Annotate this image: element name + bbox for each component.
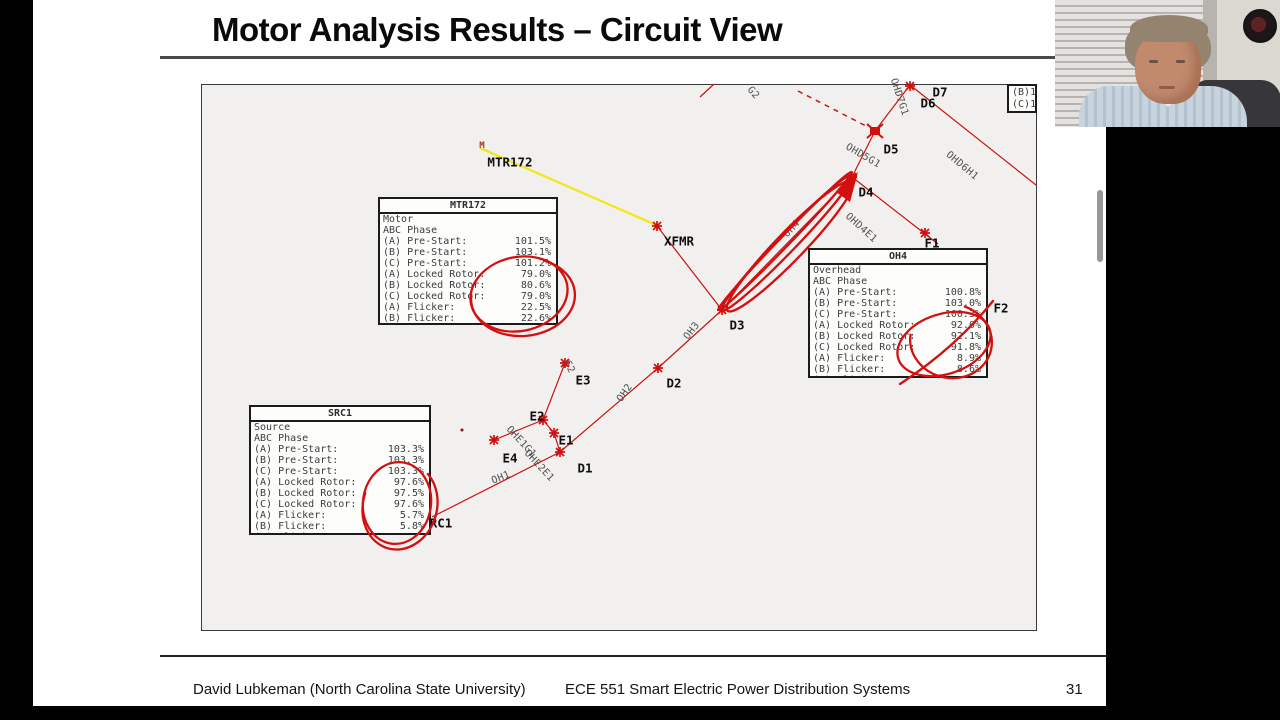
diagram-label-rc1: RC1	[429, 515, 453, 531]
motor-icon: M	[479, 141, 485, 151]
data-box-subtitle: ABC Phase	[383, 225, 438, 236]
presenter-hair-fringe	[1130, 15, 1208, 42]
data-box-row: (C) Locked Rotor:91.8%	[813, 342, 981, 353]
diagram-label-f2: F2	[993, 300, 1009, 316]
title-divider	[160, 56, 1106, 59]
data-box-row: (C) Locked Rotor:97.6%	[254, 499, 424, 510]
diagram-label-d6: D6	[920, 95, 936, 111]
diagram-label-mtr172: MTR172	[487, 154, 533, 170]
data-box-row: (C) Locked Rotor:79.0%	[383, 291, 551, 302]
data-box-row: (B) Pre-Start:103.1%	[383, 247, 551, 258]
data-box-row: (A) Pre-Start:103.3%	[254, 444, 424, 455]
dartboard-icon	[1243, 9, 1277, 43]
diagram-label-d4: D4	[858, 184, 874, 200]
data-box-row: (C) Flicker:8.5%	[810, 375, 986, 376]
data-box-subtitle: Overhead	[813, 265, 862, 276]
data-box-row: (B) Locked Rotor:80.6%	[383, 280, 551, 291]
data-box-row: (B) Flicker:22.6%	[383, 313, 551, 324]
data-box-row: (A) Locked Rotor:97.6%	[254, 477, 424, 488]
diagram-label-d5: D5	[883, 141, 899, 157]
data-box-row: (A) Flicker:5.7%	[254, 510, 424, 521]
data-box-row: (A) Pre-Start:101.5%	[383, 236, 551, 247]
data-box-row: (C) Flicker:22.2%	[380, 324, 556, 325]
presenter-eye-left	[1149, 60, 1158, 63]
data-box-row: (C)1	[1012, 99, 1037, 111]
webcam-video[interactable]	[1055, 0, 1280, 127]
data-box-row: (B) Pre-Start:103.3%	[254, 455, 424, 466]
presenter-mouth	[1159, 86, 1175, 89]
data-box-edge-clipped: (B)1(C)1	[1007, 84, 1037, 113]
footer-page-number: 31	[1066, 681, 1083, 698]
diagram-label-d1: D1	[577, 460, 593, 476]
footer-course: ECE 551 Smart Electric Power Distributio…	[565, 681, 911, 698]
data-box-row: (B)1	[1012, 86, 1037, 98]
data-box-subtitle: ABC Phase	[254, 433, 309, 444]
data-box-title: OH4	[810, 250, 986, 265]
data-box-row: (B) Flicker:5.8%	[254, 521, 424, 532]
data-box-subtitle: Motor	[383, 214, 414, 225]
data-box-row: (A) Locked Rotor:79.0%	[383, 269, 551, 280]
data-box-row: (C) Pre-Start:103.3%	[254, 466, 424, 477]
data-box-subtitle: ABC Phase	[813, 276, 868, 287]
data-box-row: (A) Locked Rotor:92.0%	[813, 320, 981, 331]
diagram-label-xfmr: XFMR	[663, 233, 695, 249]
data-box-title: SRC1	[251, 407, 429, 422]
data-box-row: (A) Flicker:22.5%	[383, 302, 551, 313]
diagram-label-d3: D3	[729, 317, 745, 333]
data-box-row: (A) Pre-Start:100.8%	[813, 287, 981, 298]
footer-author: David Lubkeman (North Carolina State Uni…	[193, 681, 526, 698]
diagram-label-d2: D2	[666, 375, 682, 391]
presenter-face	[1135, 30, 1201, 104]
data-box-row: (B) Pre-Start:103.0%	[813, 298, 981, 309]
data-box-title: MTR172	[380, 199, 556, 214]
diagram-label-e4: E4	[502, 450, 518, 466]
diagram-label-e3: E3	[575, 372, 591, 388]
footer-divider	[160, 655, 1106, 657]
diagram-label-e1: E1	[558, 432, 574, 448]
data-box-row: (B) Flicker:8.6%	[813, 364, 981, 375]
data-box-row: (B) Locked Rotor:92.1%	[813, 331, 981, 342]
scrollbar-thumb[interactable]	[1097, 190, 1103, 262]
data-box-row: (C) Pre-Start:100.3%	[813, 309, 981, 320]
slide-title: Motor Analysis Results – Circuit View	[212, 11, 783, 48]
data-box-row: (A) Flicker:8.9%	[813, 353, 981, 364]
diagram-label-e2: E2	[529, 408, 545, 424]
data-box-row: (C) Pre-Start:101.2%	[383, 258, 551, 269]
data-box-row: (C) Flicker:5.7%	[251, 532, 429, 533]
presenter-eye-right	[1176, 60, 1185, 63]
data-box-row: (B) Locked Rotor:97.5%	[254, 488, 424, 499]
data-box-subtitle: Source	[254, 422, 291, 433]
